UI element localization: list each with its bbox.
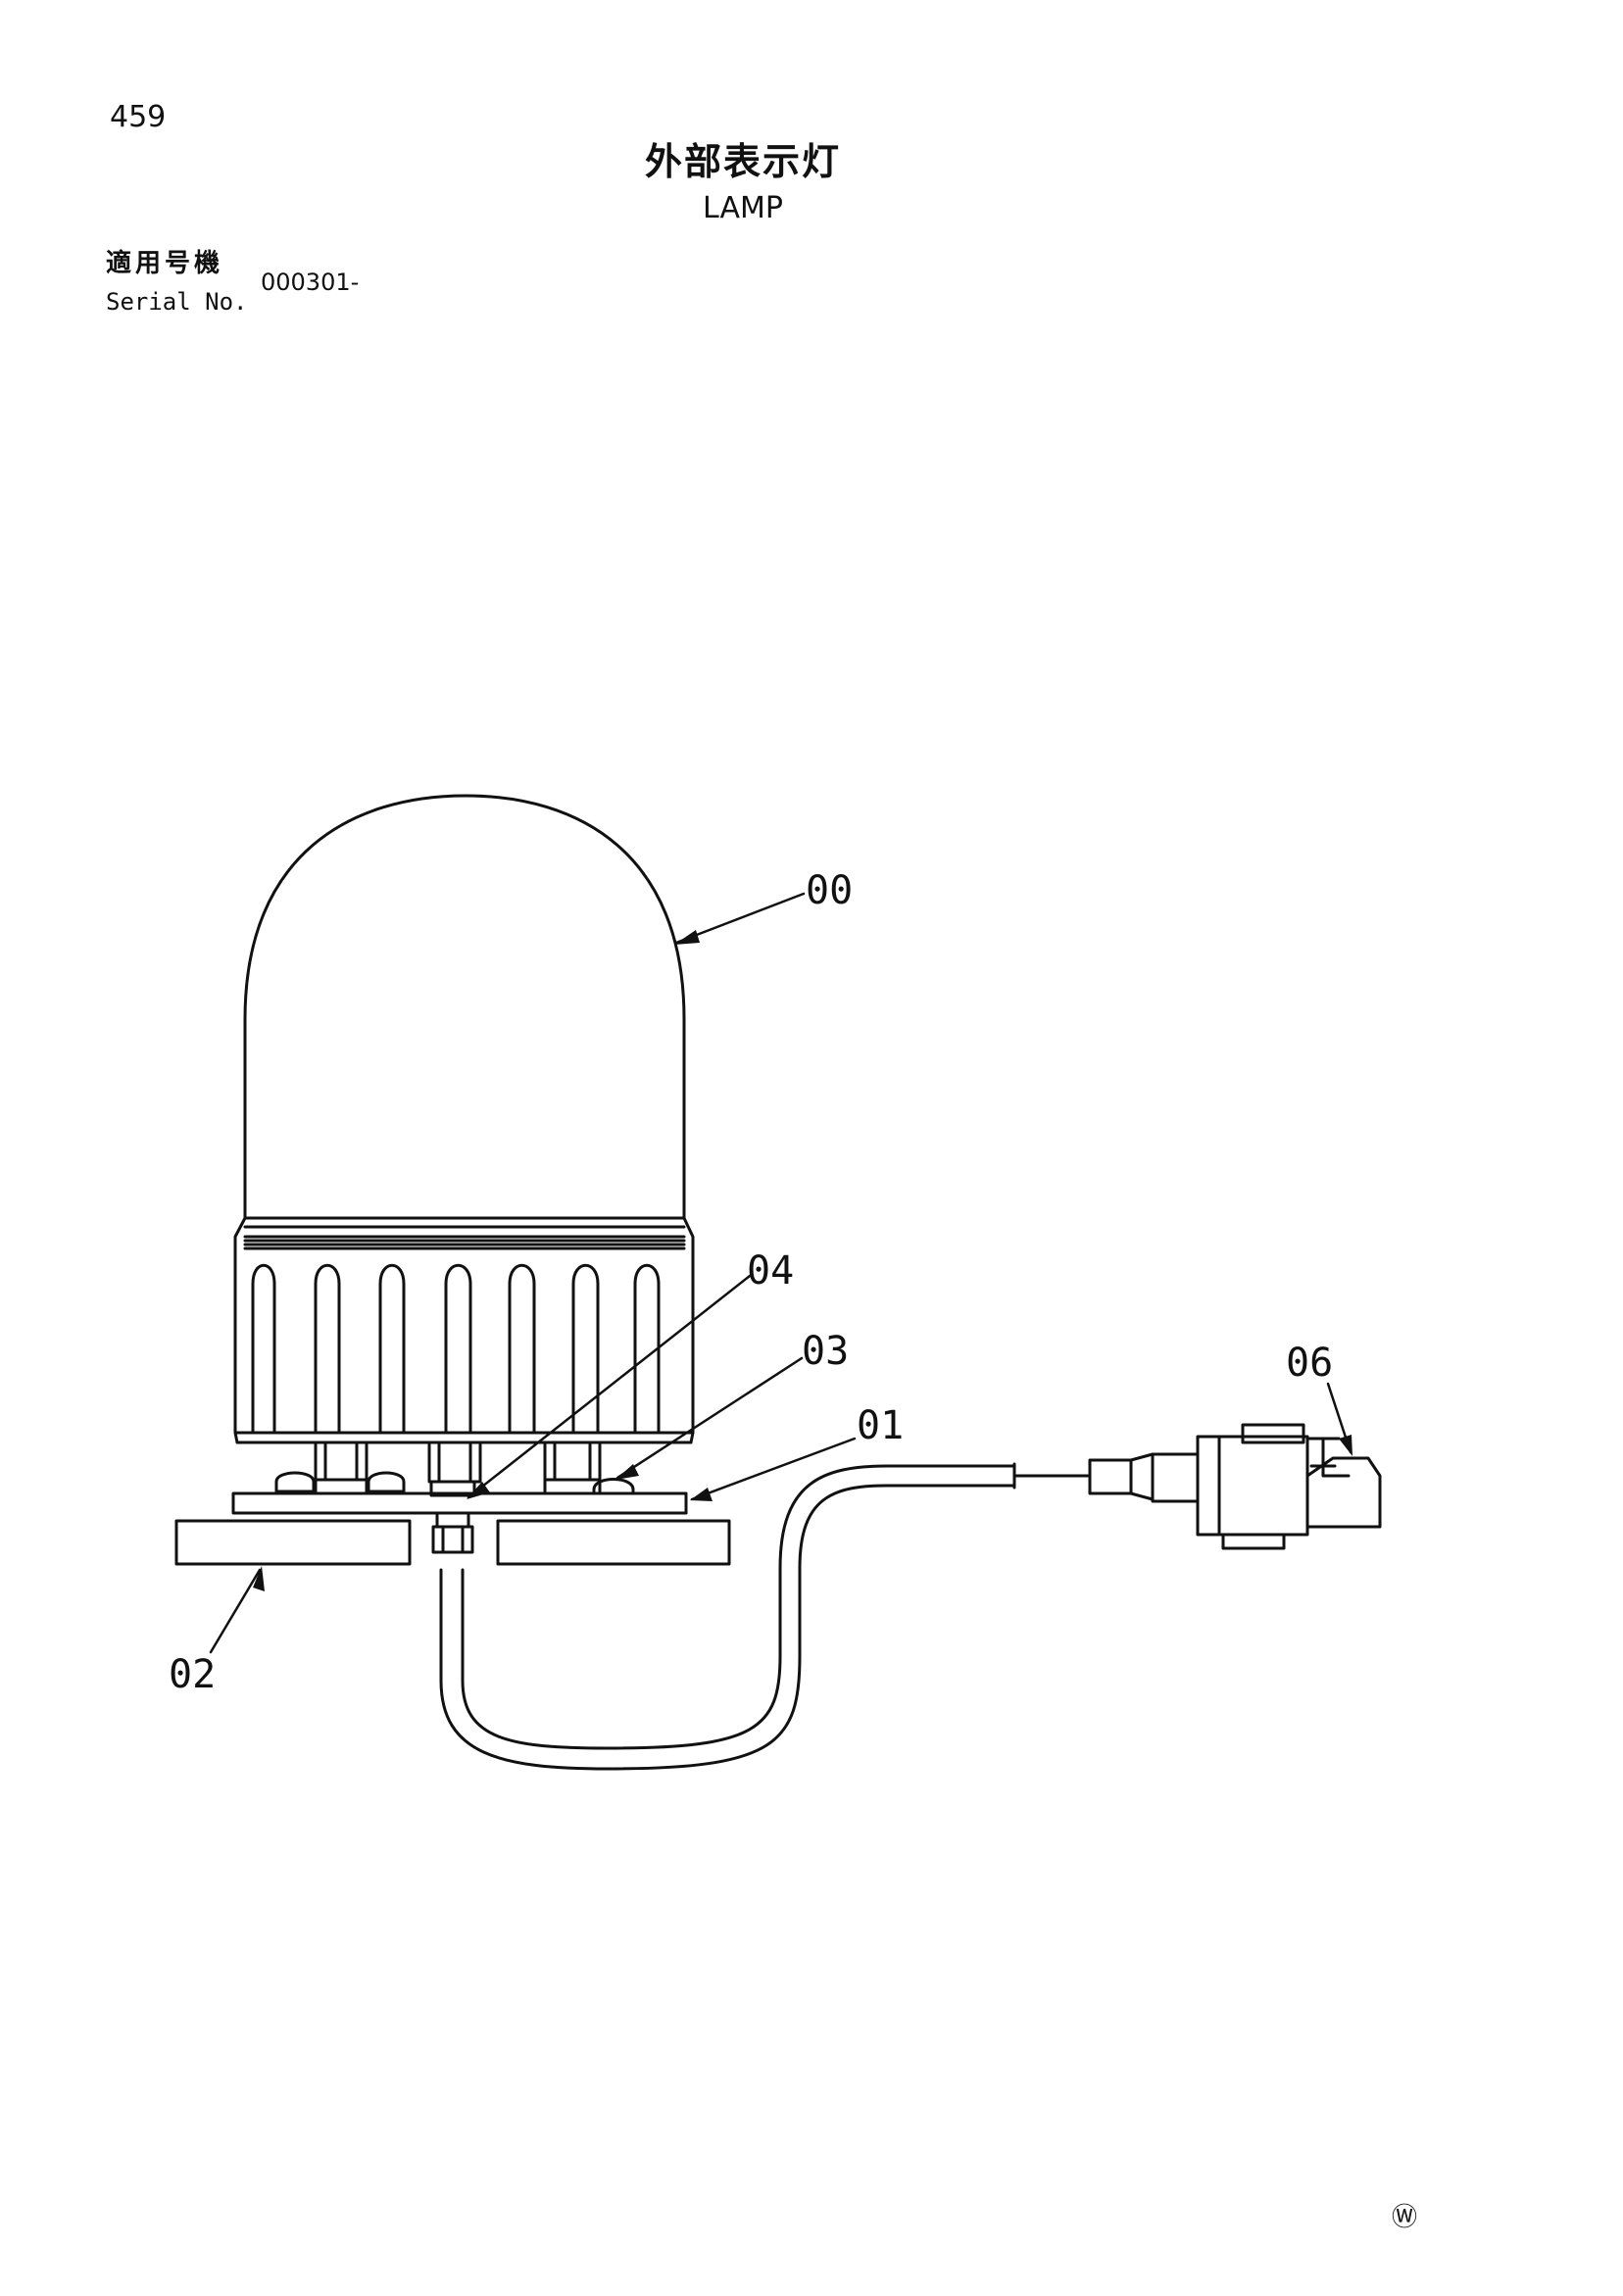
page-title-jp: 外部表示灯 — [644, 140, 841, 183]
callout-06: 06 — [1286, 1341, 1333, 1386]
connector-icon — [1088, 1423, 1382, 1550]
lamp-ribs — [251, 1263, 661, 1435]
callout-01: 01 — [857, 1403, 904, 1448]
page-number: 459 — [110, 100, 167, 134]
serial-value: 000301- — [261, 269, 360, 296]
magnet-pad-right — [496, 1519, 731, 1566]
serial-label-en: Serial No. — [106, 288, 248, 316]
cable — [439, 1484, 1016, 1771]
callout-02: 02 — [169, 1652, 216, 1697]
lamp-dome — [243, 794, 686, 1220]
page-title-en: LAMP — [703, 191, 783, 225]
callout-00: 00 — [806, 868, 853, 913]
callout-04: 04 — [747, 1248, 794, 1294]
footer-mark: Ⓦ — [1392, 2203, 1418, 2232]
serial-label-jp: 適用号機 — [106, 249, 224, 278]
magnet-pad-left — [174, 1519, 412, 1566]
lamp-base — [233, 1216, 695, 1435]
callout-03: 03 — [802, 1329, 849, 1374]
